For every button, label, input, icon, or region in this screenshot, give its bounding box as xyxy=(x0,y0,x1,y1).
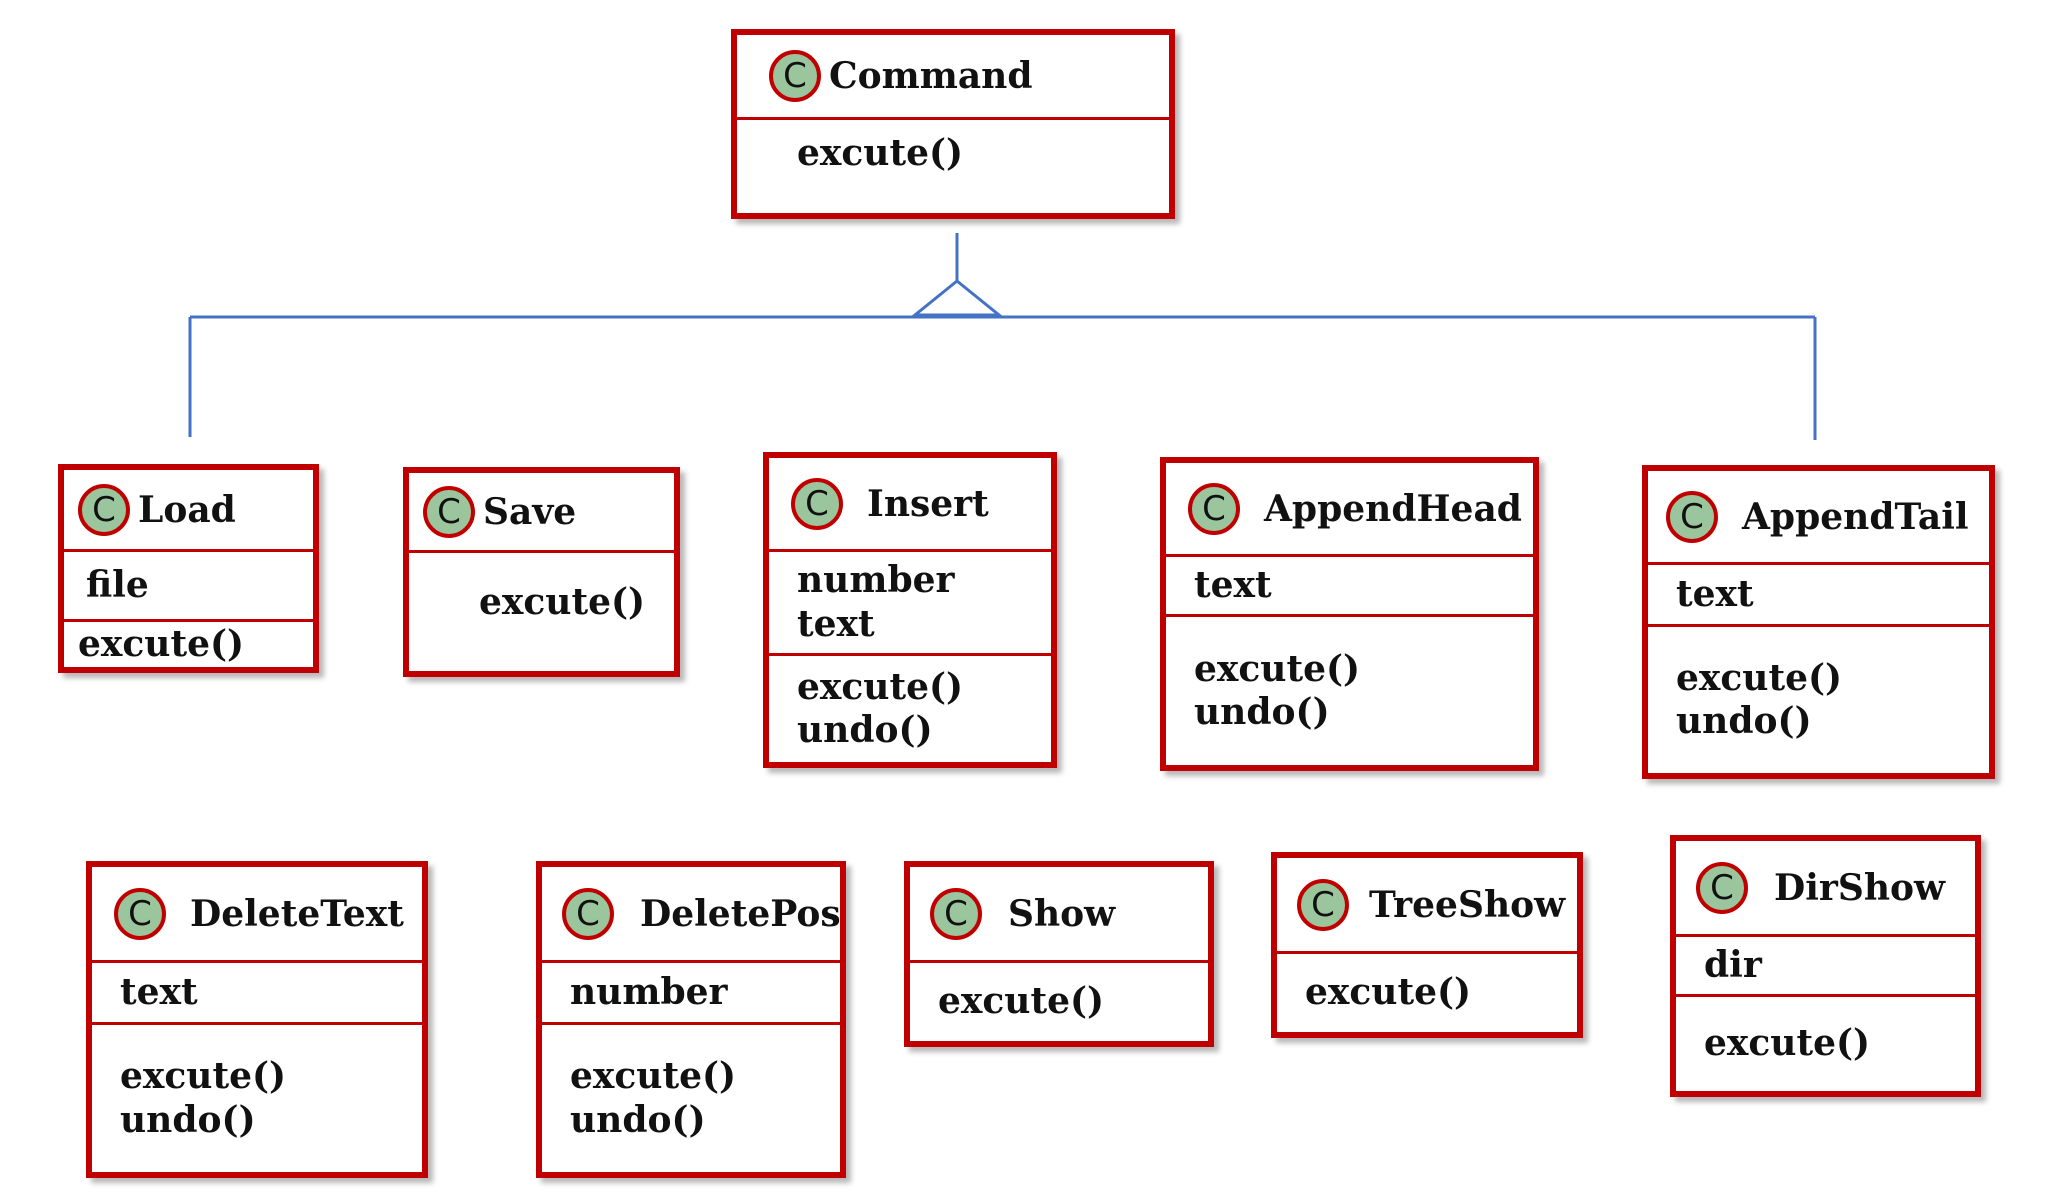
class-attribute: dir xyxy=(1704,943,1762,986)
class-load[interactable]: C Load file excute() xyxy=(58,464,319,673)
class-method: excute() xyxy=(1676,656,1843,699)
class-name: Insert xyxy=(867,482,989,525)
class-method: excute() xyxy=(78,622,245,665)
class-method: excute() xyxy=(479,581,646,623)
class-methods: excute() xyxy=(910,963,1208,1041)
class-method: excute() xyxy=(1305,971,1472,1014)
class-header: C AppendHead xyxy=(1166,463,1533,557)
class-attribute: text xyxy=(1194,563,1272,606)
class-header: C AppendTail xyxy=(1648,471,1989,565)
class-methods: excute() xyxy=(737,120,1169,213)
class-appendtail[interactable]: C AppendTail text excute() undo() xyxy=(1642,465,1995,779)
class-c-icon: C xyxy=(78,483,130,536)
class-method: undo() xyxy=(797,709,933,751)
class-methods: excute() xyxy=(409,553,674,671)
class-c-icon: C xyxy=(423,485,475,538)
class-header: C Command xyxy=(737,35,1169,120)
class-c-icon: C xyxy=(1188,482,1240,535)
class-header: C DirShow xyxy=(1676,841,1975,937)
class-c-icon: C xyxy=(1696,861,1748,914)
class-methods: excute() xyxy=(1676,997,1975,1091)
class-header: C DeletePos xyxy=(542,867,841,963)
inheritance-triangle-icon xyxy=(910,279,1004,317)
class-method: excute() xyxy=(120,1055,287,1098)
class-command[interactable]: C Command excute() xyxy=(731,29,1175,219)
class-attributes: text xyxy=(1648,565,1989,627)
class-header: C DeleteText xyxy=(92,867,422,963)
class-name: DeleteText xyxy=(190,892,404,935)
class-c-icon: C xyxy=(769,50,821,102)
class-attributes: text xyxy=(92,963,422,1025)
class-header: C Show xyxy=(910,867,1208,963)
class-method: undo() xyxy=(120,1098,256,1141)
class-method: excute() xyxy=(1194,647,1361,690)
class-method: undo() xyxy=(1194,691,1330,733)
class-name: AppendHead xyxy=(1264,487,1522,530)
class-methods: excute() undo() xyxy=(1648,627,1989,773)
class-attribute: text xyxy=(120,970,198,1013)
class-name: Load xyxy=(138,488,236,531)
class-attributes: number text xyxy=(769,552,1051,656)
class-c-icon: C xyxy=(1666,490,1718,543)
class-save[interactable]: C Save excute() xyxy=(403,467,680,677)
class-methods: excute() undo() xyxy=(542,1025,840,1172)
class-show[interactable]: C Show excute() xyxy=(904,861,1214,1047)
class-deletetext[interactable]: C DeleteText text excute() undo() xyxy=(86,861,428,1178)
class-c-icon: C xyxy=(1297,878,1349,931)
class-c-icon: C xyxy=(791,477,843,530)
class-attribute: number xyxy=(570,970,728,1013)
class-name: TreeShow xyxy=(1369,883,1566,926)
class-methods: excute() xyxy=(1277,954,1577,1032)
class-appendhead[interactable]: C AppendHead text excute() undo() xyxy=(1160,457,1539,771)
class-methods: excute() undo() xyxy=(1166,617,1533,765)
class-c-icon: C xyxy=(114,887,166,940)
class-name: AppendTail xyxy=(1742,495,1969,538)
class-attributes: text xyxy=(1166,557,1533,617)
class-treeshow[interactable]: C TreeShow excute() xyxy=(1271,852,1583,1038)
class-method: excute() xyxy=(797,132,964,174)
class-methods: excute() undo() xyxy=(92,1025,422,1172)
class-method: undo() xyxy=(570,1098,706,1141)
class-attributes: dir xyxy=(1676,937,1975,997)
class-attribute: text xyxy=(797,602,875,645)
class-method: undo() xyxy=(1676,700,1812,742)
class-dirshow[interactable]: C DirShow dir excute() xyxy=(1670,835,1981,1097)
class-method: excute() xyxy=(1704,1022,1871,1065)
class-method: excute() xyxy=(797,665,964,708)
class-insert[interactable]: C Insert number text excute() undo() xyxy=(763,452,1057,768)
class-method: excute() xyxy=(938,980,1105,1023)
class-header: C Insert xyxy=(769,458,1051,552)
class-methods: excute() undo() xyxy=(769,656,1051,762)
class-c-icon: C xyxy=(562,887,614,940)
class-header: C TreeShow xyxy=(1277,858,1577,954)
class-deletepos[interactable]: C DeletePos number excute() undo() xyxy=(536,861,846,1178)
class-c-icon: C xyxy=(930,887,982,940)
class-attribute: file xyxy=(86,563,149,606)
class-attributes: number xyxy=(542,963,840,1025)
class-name: Command xyxy=(829,55,1033,97)
class-attribute: text xyxy=(1676,572,1754,615)
class-name: DirShow xyxy=(1774,866,1946,909)
class-header: C Load xyxy=(64,470,313,552)
class-attribute: number xyxy=(797,559,955,602)
class-name: DeletePos xyxy=(640,892,841,935)
class-name: Show xyxy=(1008,892,1116,935)
class-name: Save xyxy=(483,490,577,533)
class-method: excute() xyxy=(570,1055,737,1098)
class-attributes: file xyxy=(64,552,313,622)
class-header: C Save xyxy=(409,473,674,553)
class-methods: excute() xyxy=(64,622,313,667)
